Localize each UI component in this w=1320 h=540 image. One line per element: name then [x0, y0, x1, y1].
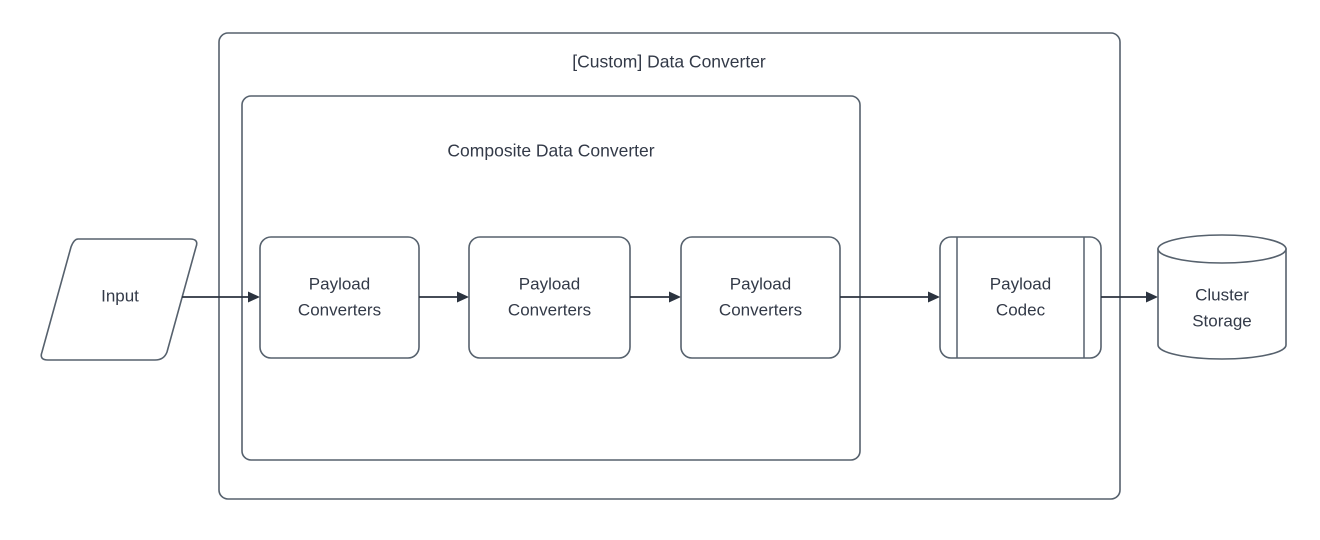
edge-payload-converters-2-to-3 [630, 291, 681, 303]
node-payload-codec[interactable]: Payload Codec [939, 236, 1102, 359]
composite-data-converter-title: Composite Data Converter [447, 141, 654, 161]
cluster-storage-cylinder-top [1157, 234, 1287, 264]
payload-codec-label-line2: Codec [996, 300, 1046, 319]
node-payload-converters-1[interactable]: Payload Converters [259, 236, 420, 359]
payload-converters-1-box[interactable] [259, 236, 420, 359]
edge-converters2-to-converters3-arrowhead [669, 291, 681, 303]
edge-codec-to-storage-arrowhead [1146, 291, 1158, 303]
payload-converters-2-box[interactable] [468, 236, 631, 359]
edge-payload-converters-3-to-codec [840, 291, 940, 303]
payload-converters-2-label-line1: Payload [519, 274, 580, 293]
node-payload-converters-3[interactable]: Payload Converters [680, 236, 841, 359]
node-cluster-storage[interactable]: Cluster Storage [1157, 234, 1287, 360]
cluster-storage-label-line2: Storage [1192, 311, 1252, 330]
payload-codec-label-line1: Payload [990, 274, 1051, 293]
payload-converters-1-label-line2: Converters [298, 300, 381, 319]
cluster-storage-cylinder-body[interactable] [1157, 248, 1287, 360]
payload-converters-3-label-line2: Converters [719, 300, 802, 319]
input-parallelogram-shape[interactable] [40, 238, 198, 361]
custom-data-converter-title: [Custom] Data Converter [572, 52, 766, 72]
payload-converters-3-label-line1: Payload [730, 274, 791, 293]
edge-input-to-payload-converters-1 [182, 291, 260, 303]
payload-converters-2-label-line2: Converters [508, 300, 591, 319]
payload-converters-1-label-line1: Payload [309, 274, 370, 293]
cluster-storage-label-line1: Cluster [1195, 285, 1249, 304]
edge-payload-converters-1-to-2 [419, 291, 469, 303]
edge-converters3-to-codec-arrowhead [928, 291, 940, 303]
input-label: Input [101, 286, 139, 305]
node-payload-converters-2[interactable]: Payload Converters [468, 236, 631, 359]
edge-codec-to-cluster-storage [1101, 291, 1158, 303]
payload-converters-3-box[interactable] [680, 236, 841, 359]
edge-converters1-to-converters2-arrowhead [457, 291, 469, 303]
edge-input-to-converters1-arrowhead [248, 291, 260, 303]
payload-codec-box[interactable] [939, 236, 1102, 359]
node-input[interactable]: Input [40, 238, 198, 361]
